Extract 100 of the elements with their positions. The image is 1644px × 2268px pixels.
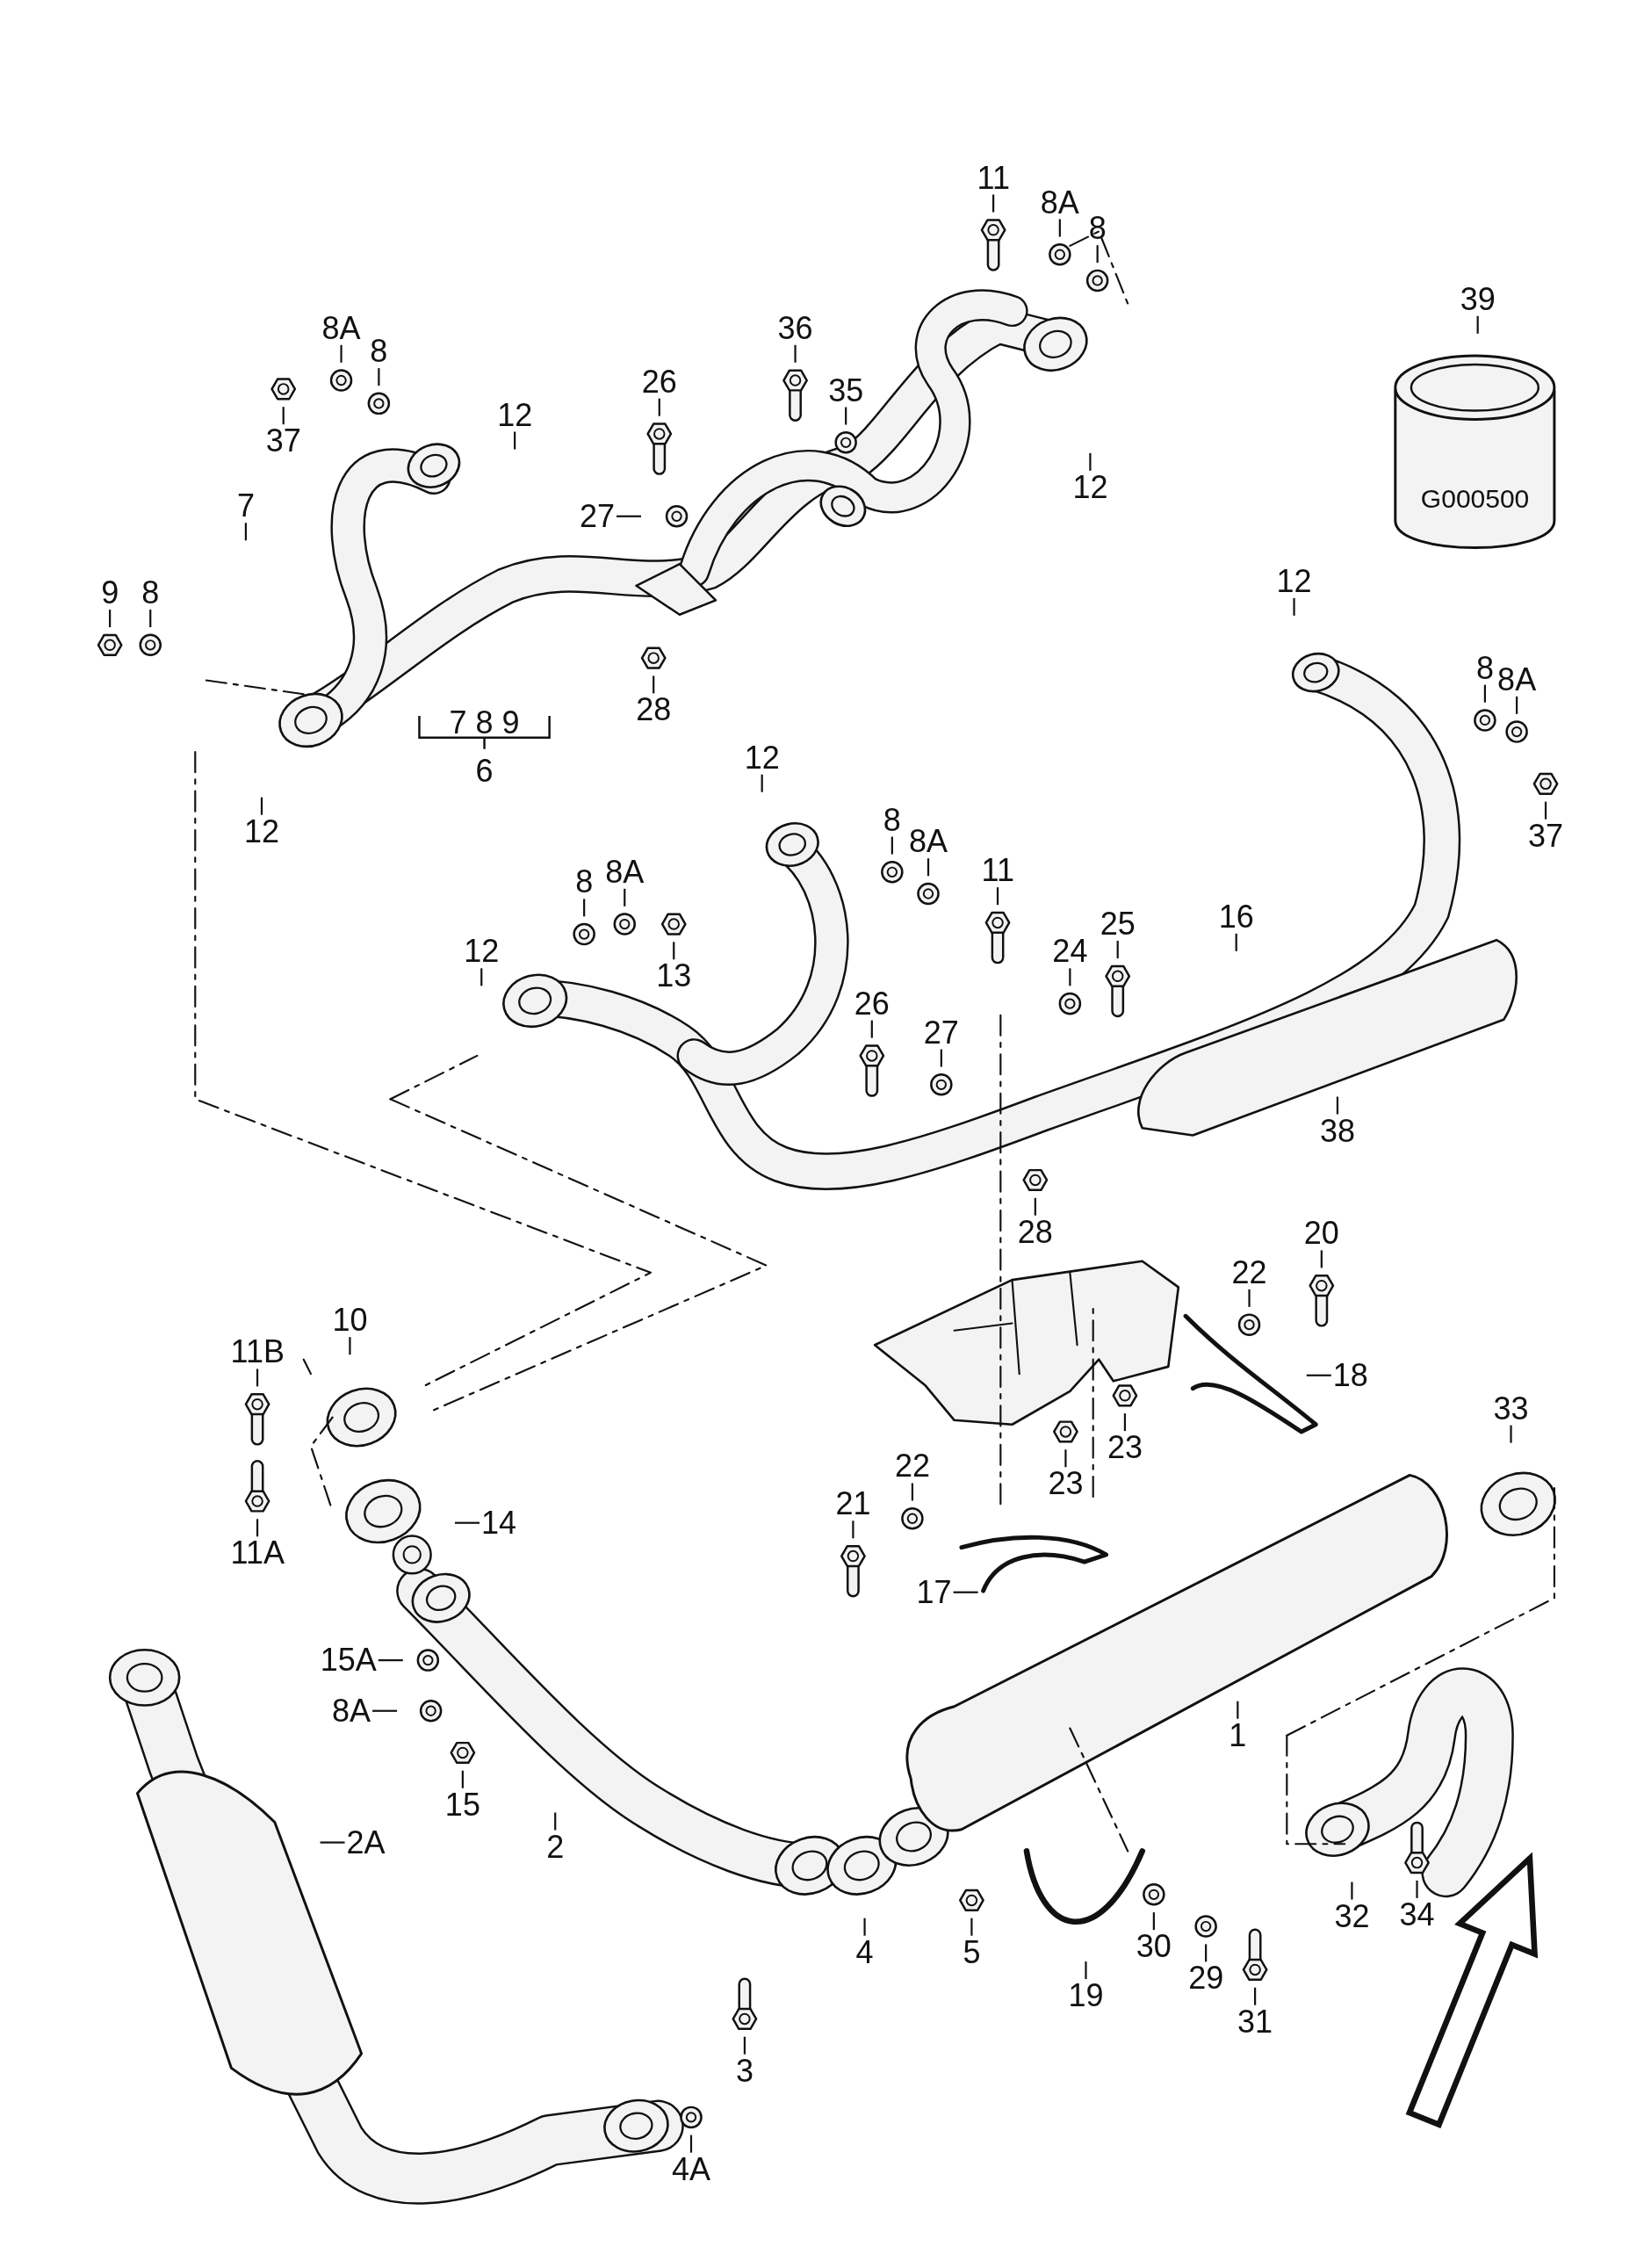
callout-number: 23 <box>1105 1431 1144 1465</box>
callout-number: 11B <box>228 1335 286 1369</box>
callout-number: 5 <box>961 1935 983 1969</box>
leader-line <box>1096 245 1099 264</box>
callout-number: 11 <box>979 854 1016 888</box>
callout-number: 29 <box>1186 1961 1226 1996</box>
leader-line <box>378 1659 403 1662</box>
leader-line <box>1476 315 1479 334</box>
leader-line <box>1483 684 1486 703</box>
callout-number: 25 <box>1098 907 1137 942</box>
leader-line <box>583 899 586 917</box>
leader-line <box>514 431 516 450</box>
leader-line <box>1205 1944 1208 1962</box>
leader-line <box>1510 1425 1512 1443</box>
callout-number: 24 <box>1050 935 1090 969</box>
callout-number: 23 <box>1046 1467 1085 1501</box>
leader-line <box>890 836 893 855</box>
callout-number: 8 <box>140 576 162 610</box>
callout-number: 8 <box>881 803 903 837</box>
callout-number: 11 <box>975 161 1012 195</box>
leader-line <box>863 1918 866 1936</box>
callout-number: 26 <box>639 365 679 399</box>
callout-number: 6 <box>474 754 494 788</box>
leader-line <box>616 515 641 517</box>
leader-line <box>1516 696 1518 714</box>
leader-line <box>1069 968 1071 986</box>
leader-line <box>1089 452 1092 471</box>
callout-number: 4 <box>854 1935 876 1969</box>
callout-number: 2 <box>544 1830 566 1864</box>
leader-line <box>340 344 342 363</box>
leader-line <box>455 1521 480 1524</box>
leader-line <box>1034 1197 1036 1216</box>
callout-number: 28 <box>634 693 674 727</box>
callout-number: 7 <box>234 489 256 524</box>
leader-line <box>624 888 626 906</box>
callout-number: 28 <box>1015 1215 1055 1249</box>
callout-number: 20 <box>1302 1217 1341 1251</box>
callout-number: 16 <box>1216 899 1256 934</box>
leader-line <box>1064 1449 1067 1468</box>
leader-line <box>378 368 380 386</box>
leader-line <box>1336 1096 1339 1115</box>
callout-number: 11A <box>228 1536 286 1571</box>
callout-number: 8A <box>330 1694 373 1728</box>
leader-line <box>658 398 660 416</box>
leader-line <box>109 610 112 628</box>
leader-line <box>244 523 247 541</box>
leader-line <box>1416 1880 1418 1898</box>
part-number: G000500 <box>1419 483 1531 515</box>
callout-number: 12 <box>1071 470 1110 504</box>
callout-number: 27 <box>577 499 616 533</box>
leader-line <box>149 610 152 628</box>
callout-number: 26 <box>852 986 891 1021</box>
callout-number: 19 <box>1066 1979 1106 2013</box>
leader-line <box>794 344 797 363</box>
leader-line <box>743 2036 746 2055</box>
leader-line <box>349 1337 351 1355</box>
callout-number: 1 <box>1227 1718 1249 1752</box>
leader-line <box>1293 597 1295 616</box>
leader-line <box>1306 1374 1331 1376</box>
leader-line <box>260 797 263 815</box>
callout-number: 37 <box>1526 819 1566 853</box>
leader-line <box>940 1049 942 1067</box>
callout-number: 12 <box>495 398 535 432</box>
leader-line <box>1085 1961 1087 1980</box>
callout-number: 37 <box>263 424 303 459</box>
callout-number: 12 <box>462 935 501 969</box>
callout-number: 8A <box>1496 662 1539 697</box>
callout-number: 12 <box>1274 564 1314 598</box>
callout-number: 8A <box>603 855 646 889</box>
callout-number: 38 <box>1317 1114 1357 1148</box>
leader-line <box>1351 1882 1353 1900</box>
callout-number: 9 <box>99 576 121 610</box>
leader-line <box>1152 1912 1155 1931</box>
leader-line <box>1123 1413 1127 1432</box>
callout-number: 14 <box>480 1506 519 1540</box>
callout-number: 32 <box>1332 1899 1372 1933</box>
leader-line <box>1237 1701 1239 1719</box>
callout-number: 22 <box>892 1449 932 1484</box>
bracket-label: 7 8 9 <box>448 706 521 740</box>
callout-number: 18 <box>1330 1358 1370 1392</box>
callout-number: 8 <box>1474 651 1496 685</box>
callout-number: 31 <box>1236 2004 1275 2039</box>
leader-line <box>1544 801 1547 820</box>
callout-number: 21 <box>833 1487 873 1521</box>
leader-line <box>480 968 483 986</box>
callout-number: 8A <box>1038 185 1081 220</box>
leader-line <box>256 1369 259 1387</box>
callout-number: 34 <box>1397 1897 1437 1932</box>
leader-line <box>282 407 285 425</box>
leader-line <box>320 1841 345 1844</box>
leader-line <box>953 1591 978 1593</box>
leader-line <box>653 675 655 694</box>
callout-number: 35 <box>826 373 866 408</box>
callout-number: 8A <box>320 311 363 345</box>
leader-line <box>992 194 995 213</box>
leader-line <box>870 1020 873 1038</box>
leader-line <box>673 942 675 960</box>
leader-line <box>761 774 763 792</box>
leader-line <box>927 858 930 877</box>
callout-number: 8 <box>1086 212 1108 246</box>
